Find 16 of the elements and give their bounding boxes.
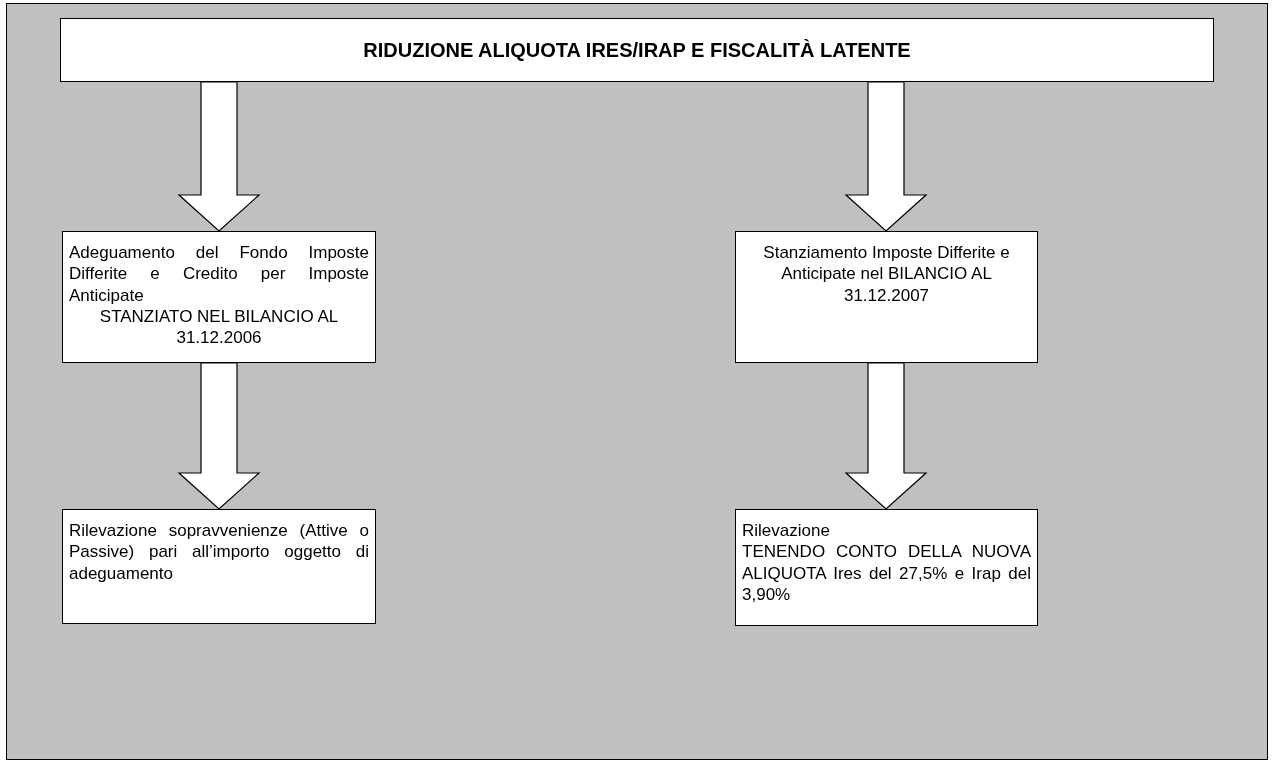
process-box xyxy=(62,509,376,624)
box-text: Adeguamento del Fondo Imposte Differite e Credito per Imposte Anticipate xyxy=(69,242,369,306)
box-text: Rilevazione sopravvenienze (Attive o Passive) pari all’importo oggetto di adeguamento xyxy=(69,520,369,584)
block-arrow xyxy=(177,362,261,510)
box-text: Rilevazione xyxy=(742,520,831,542)
box-text: Stanziamento Imposte Differite e Anticipate nel BILANCIO AL 31.12.2007 xyxy=(762,242,1011,306)
process-box xyxy=(735,231,1038,363)
block-arrow xyxy=(177,81,261,232)
box-text: TENENDO CONTO DELLA NUOVA ALIQUOTA Ires del 27,5% e Irap del 3,90% xyxy=(742,541,1031,605)
process-box xyxy=(735,509,1038,626)
box-text: STANZIATO NEL BILANCIO AL 31.12.2006 xyxy=(98,305,340,349)
title-text: RIDUZIONE ALIQUOTA IRES/IRAP E FISCALITÀ LATENTE xyxy=(362,37,912,63)
process-box xyxy=(62,231,376,363)
block-arrow xyxy=(844,362,928,510)
title-box xyxy=(60,18,1214,82)
block-arrow xyxy=(844,81,928,232)
